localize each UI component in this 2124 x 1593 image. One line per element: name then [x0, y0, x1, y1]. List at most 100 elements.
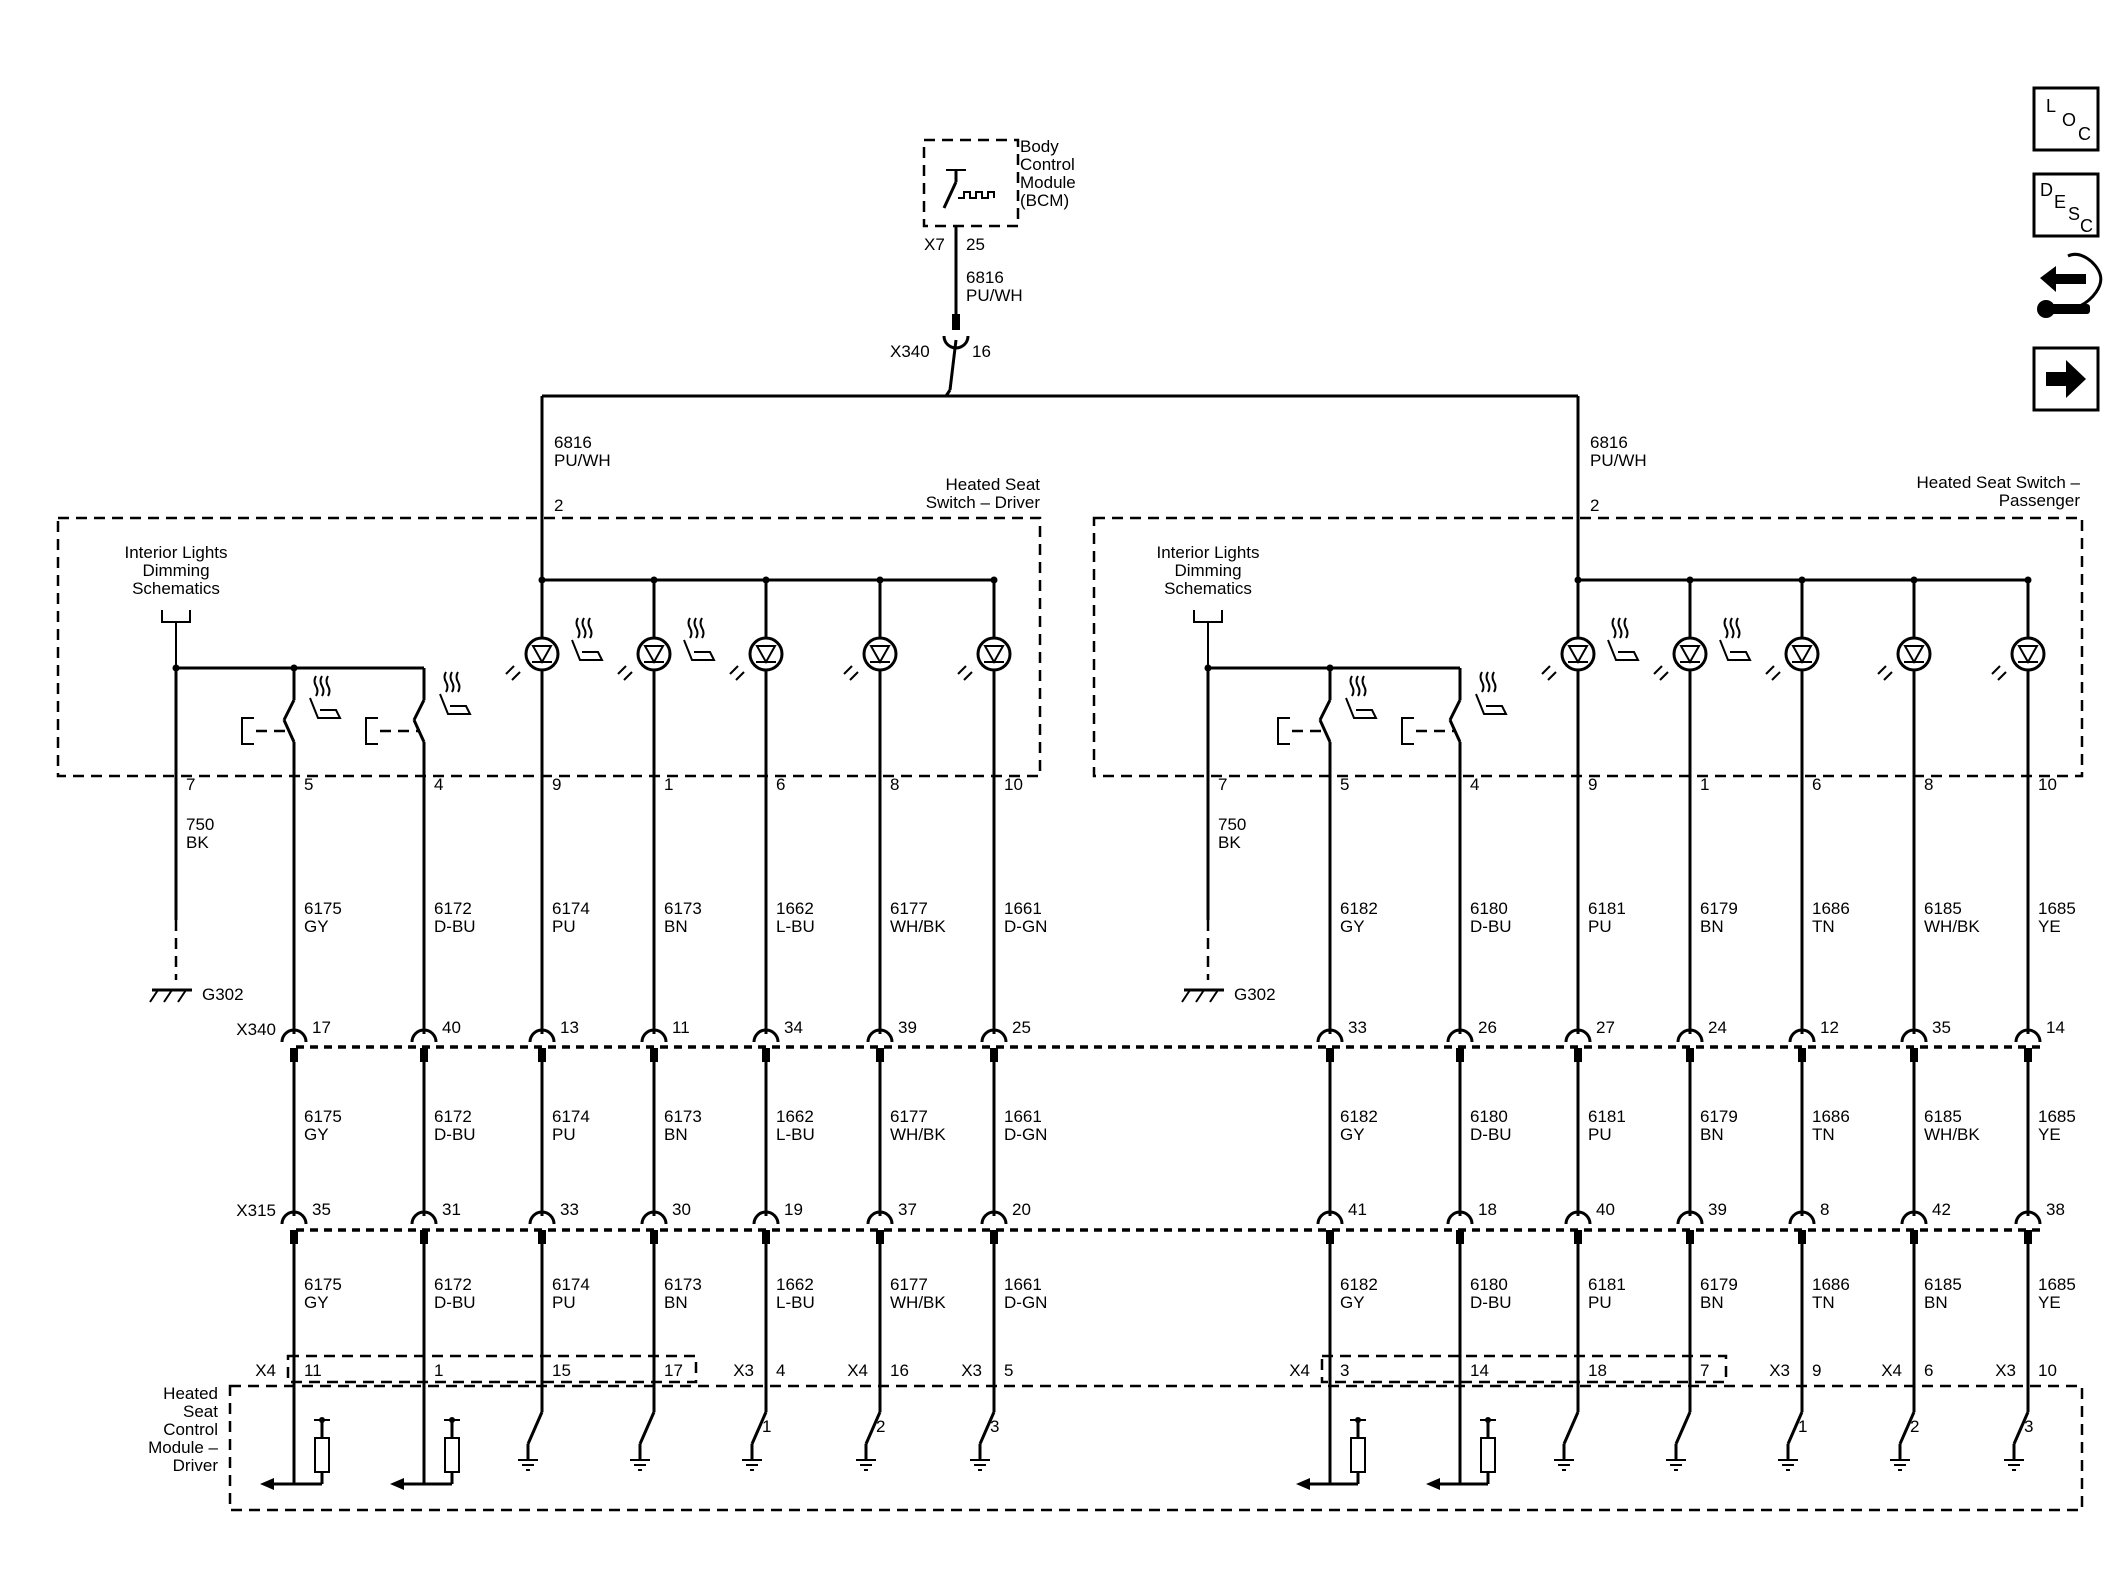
- passenger_switch-lamp-seat-icon-0: [1607, 617, 1640, 661]
- driver_switch-ground-circuit: 750: [186, 815, 214, 834]
- passenger_switch-x315-pin-1: 18: [1478, 1200, 1497, 1219]
- driver_switch-x340-pin-3: 11: [672, 1018, 690, 1037]
- driver_switch-k1-6: D-GN: [1004, 917, 1047, 936]
- driver_switch-x340-pin-0: 17: [312, 1018, 331, 1037]
- driver_switch-module-pin-0: 11: [304, 1361, 322, 1380]
- passenger_switch-c2-6: 1685: [2038, 1107, 2076, 1126]
- passenger_switch-c2-0: 6182: [1340, 1107, 1378, 1126]
- passenger_switch-k3-4: TN: [1812, 1293, 1835, 1312]
- driver_switch-module-pin-3: 17: [664, 1361, 683, 1380]
- passenger_switch-pin-0: 5: [1340, 775, 1349, 794]
- driver_switch-c3-4: 1662: [776, 1275, 814, 1294]
- driver_switch-x315-pin-4: 19: [784, 1200, 803, 1219]
- driver_switch-k3-6: D-GN: [1004, 1293, 1047, 1312]
- driver_switch-x315-pin-5: 37: [898, 1200, 917, 1219]
- passenger_switch-c2-3: 6179: [1700, 1107, 1738, 1126]
- passenger_switch-sw-4: 1: [1798, 1417, 1807, 1436]
- passenger_switch-k1-5: WH/BK: [1924, 917, 1980, 936]
- driver_switch-c2-3: 6173: [664, 1107, 702, 1126]
- driver_switch-c1-4: 1662: [776, 899, 814, 918]
- passenger_switch-k2-0: GY: [1340, 1125, 1365, 1144]
- passenger-switch-title-2: Passenger: [1999, 491, 2081, 510]
- bcm-color: PU/WH: [966, 286, 1023, 305]
- driver_switch-c1-0: 6175: [304, 899, 342, 918]
- passenger_switch-sw-6: 3: [2024, 1417, 2033, 1436]
- passenger_switch-module-pin-3: 7: [1700, 1361, 1709, 1380]
- description-icon[interactable]: D E S C: [2032, 172, 2100, 238]
- passenger_switch-module-pin-2: 18: [1588, 1361, 1607, 1380]
- x340-top-conn-label: X340: [890, 342, 930, 361]
- svg-text:S: S: [2068, 204, 2080, 224]
- module-connector-x4-right: [1320, 1354, 1728, 1384]
- feed-right-circuit: 6816: [1590, 433, 1628, 452]
- x340-top-connector: X340 16: [890, 335, 991, 391]
- driver_switch-k3-1: D-BU: [434, 1293, 476, 1312]
- connector-repair-icon[interactable]: [2037, 253, 2103, 318]
- driver_switch-seat-icon-1: [439, 671, 472, 715]
- driver_switch-x315-pin-6: 20: [1012, 1200, 1031, 1219]
- passenger_switch-ground-color: BK: [1218, 833, 1241, 852]
- passenger_switch-k2-6: YE: [2038, 1125, 2061, 1144]
- passenger_switch-x315-pin-0: 41: [1348, 1200, 1367, 1219]
- driver_switch-module-conn-0: X4: [255, 1361, 276, 1380]
- driver_switch-c1-3: 6173: [664, 899, 702, 918]
- driver_switch-c3-0: 6175: [304, 1275, 342, 1294]
- location-icon[interactable]: L O C: [2032, 86, 2100, 152]
- module-name-4: Module –: [148, 1438, 218, 1457]
- passenger_switch-ground-circuit: 750: [1218, 815, 1246, 834]
- passenger_switch-module-pin-1: 14: [1470, 1361, 1489, 1380]
- driver_switch-lamp-seat-icon-1: [683, 617, 716, 661]
- driver_switch-c3-3: 6173: [664, 1275, 702, 1294]
- passenger_switch-x315-pin-3: 39: [1708, 1200, 1727, 1219]
- passenger_switch-c1-5: 6185: [1924, 899, 1962, 918]
- passenger_switch-x340-pin-5: 35: [1932, 1018, 1951, 1037]
- next-arrow-icon[interactable]: [2032, 346, 2100, 412]
- driver_switch-k1-0: GY: [304, 917, 329, 936]
- driver-switch-title-1: Heated Seat: [945, 475, 1040, 494]
- passenger_switch-module-conn-3: X3: [1995, 1361, 2016, 1380]
- driver_switch-c1-6: 1661: [1004, 899, 1042, 918]
- driver_switch-module-conn-2: X4: [847, 1361, 868, 1380]
- feed-left-circuit: 6816: [554, 433, 592, 452]
- passenger_switch-c2-4: 1686: [1812, 1107, 1850, 1126]
- passenger_switch-pin-5: 8: [1924, 775, 1933, 794]
- driver_switch-k1-3: BN: [664, 917, 688, 936]
- x315-row-label: X315: [236, 1201, 276, 1220]
- bcm-name-4: (BCM): [1020, 191, 1069, 210]
- driver_switch-module-conn-1: X3: [733, 1361, 754, 1380]
- driver_switch-c2-1: 6172: [434, 1107, 472, 1126]
- passenger_switch-c3-3: 6179: [1700, 1275, 1738, 1294]
- passenger_switch-module-conn-1: X3: [1769, 1361, 1790, 1380]
- driver_switch-module-pin-6: 5: [1004, 1361, 1013, 1380]
- passenger_switch-c3-4: 1686: [1812, 1275, 1850, 1294]
- module-name-5: Driver: [173, 1456, 219, 1475]
- driver_switch-c1-5: 6177: [890, 899, 928, 918]
- passenger_switch-k1-6: YE: [2038, 917, 2061, 936]
- driver_switch-k2-0: GY: [304, 1125, 329, 1144]
- heated-seat-switch-driver: [56, 516, 1042, 778]
- passenger_switch-ground-pin: 7: [1218, 775, 1227, 794]
- driver_switch-k3-5: WH/BK: [890, 1293, 946, 1312]
- driver_switch-k3-2: PU: [552, 1293, 576, 1312]
- bcm-connector: X7: [924, 235, 945, 254]
- driver_switch-k3-4: L-BU: [776, 1293, 815, 1312]
- passenger_switch-module-pin-5: 6: [1924, 1361, 1933, 1380]
- passenger_switch-k1-4: TN: [1812, 917, 1835, 936]
- passenger_switch-k2-5: WH/BK: [1924, 1125, 1980, 1144]
- passenger_switch-c3-0: 6182: [1340, 1275, 1378, 1294]
- driver_switch-x340-pin-2: 13: [560, 1018, 579, 1037]
- feed-right-color: PU/WH: [1590, 451, 1647, 470]
- passenger_switch-seat-icon-1: [1475, 671, 1508, 715]
- passenger_switch-x340-pin-0: 33: [1348, 1018, 1367, 1037]
- passenger_switch-k2-1: D-BU: [1470, 1125, 1512, 1144]
- driver_switch-k1-1: D-BU: [434, 917, 476, 936]
- heated-seat-switch-passenger: [1092, 516, 2084, 778]
- passenger_switch-module-conn-2: X4: [1881, 1361, 1902, 1380]
- module-name-1: Heated: [163, 1384, 218, 1403]
- passenger_switch-k2-4: TN: [1812, 1125, 1835, 1144]
